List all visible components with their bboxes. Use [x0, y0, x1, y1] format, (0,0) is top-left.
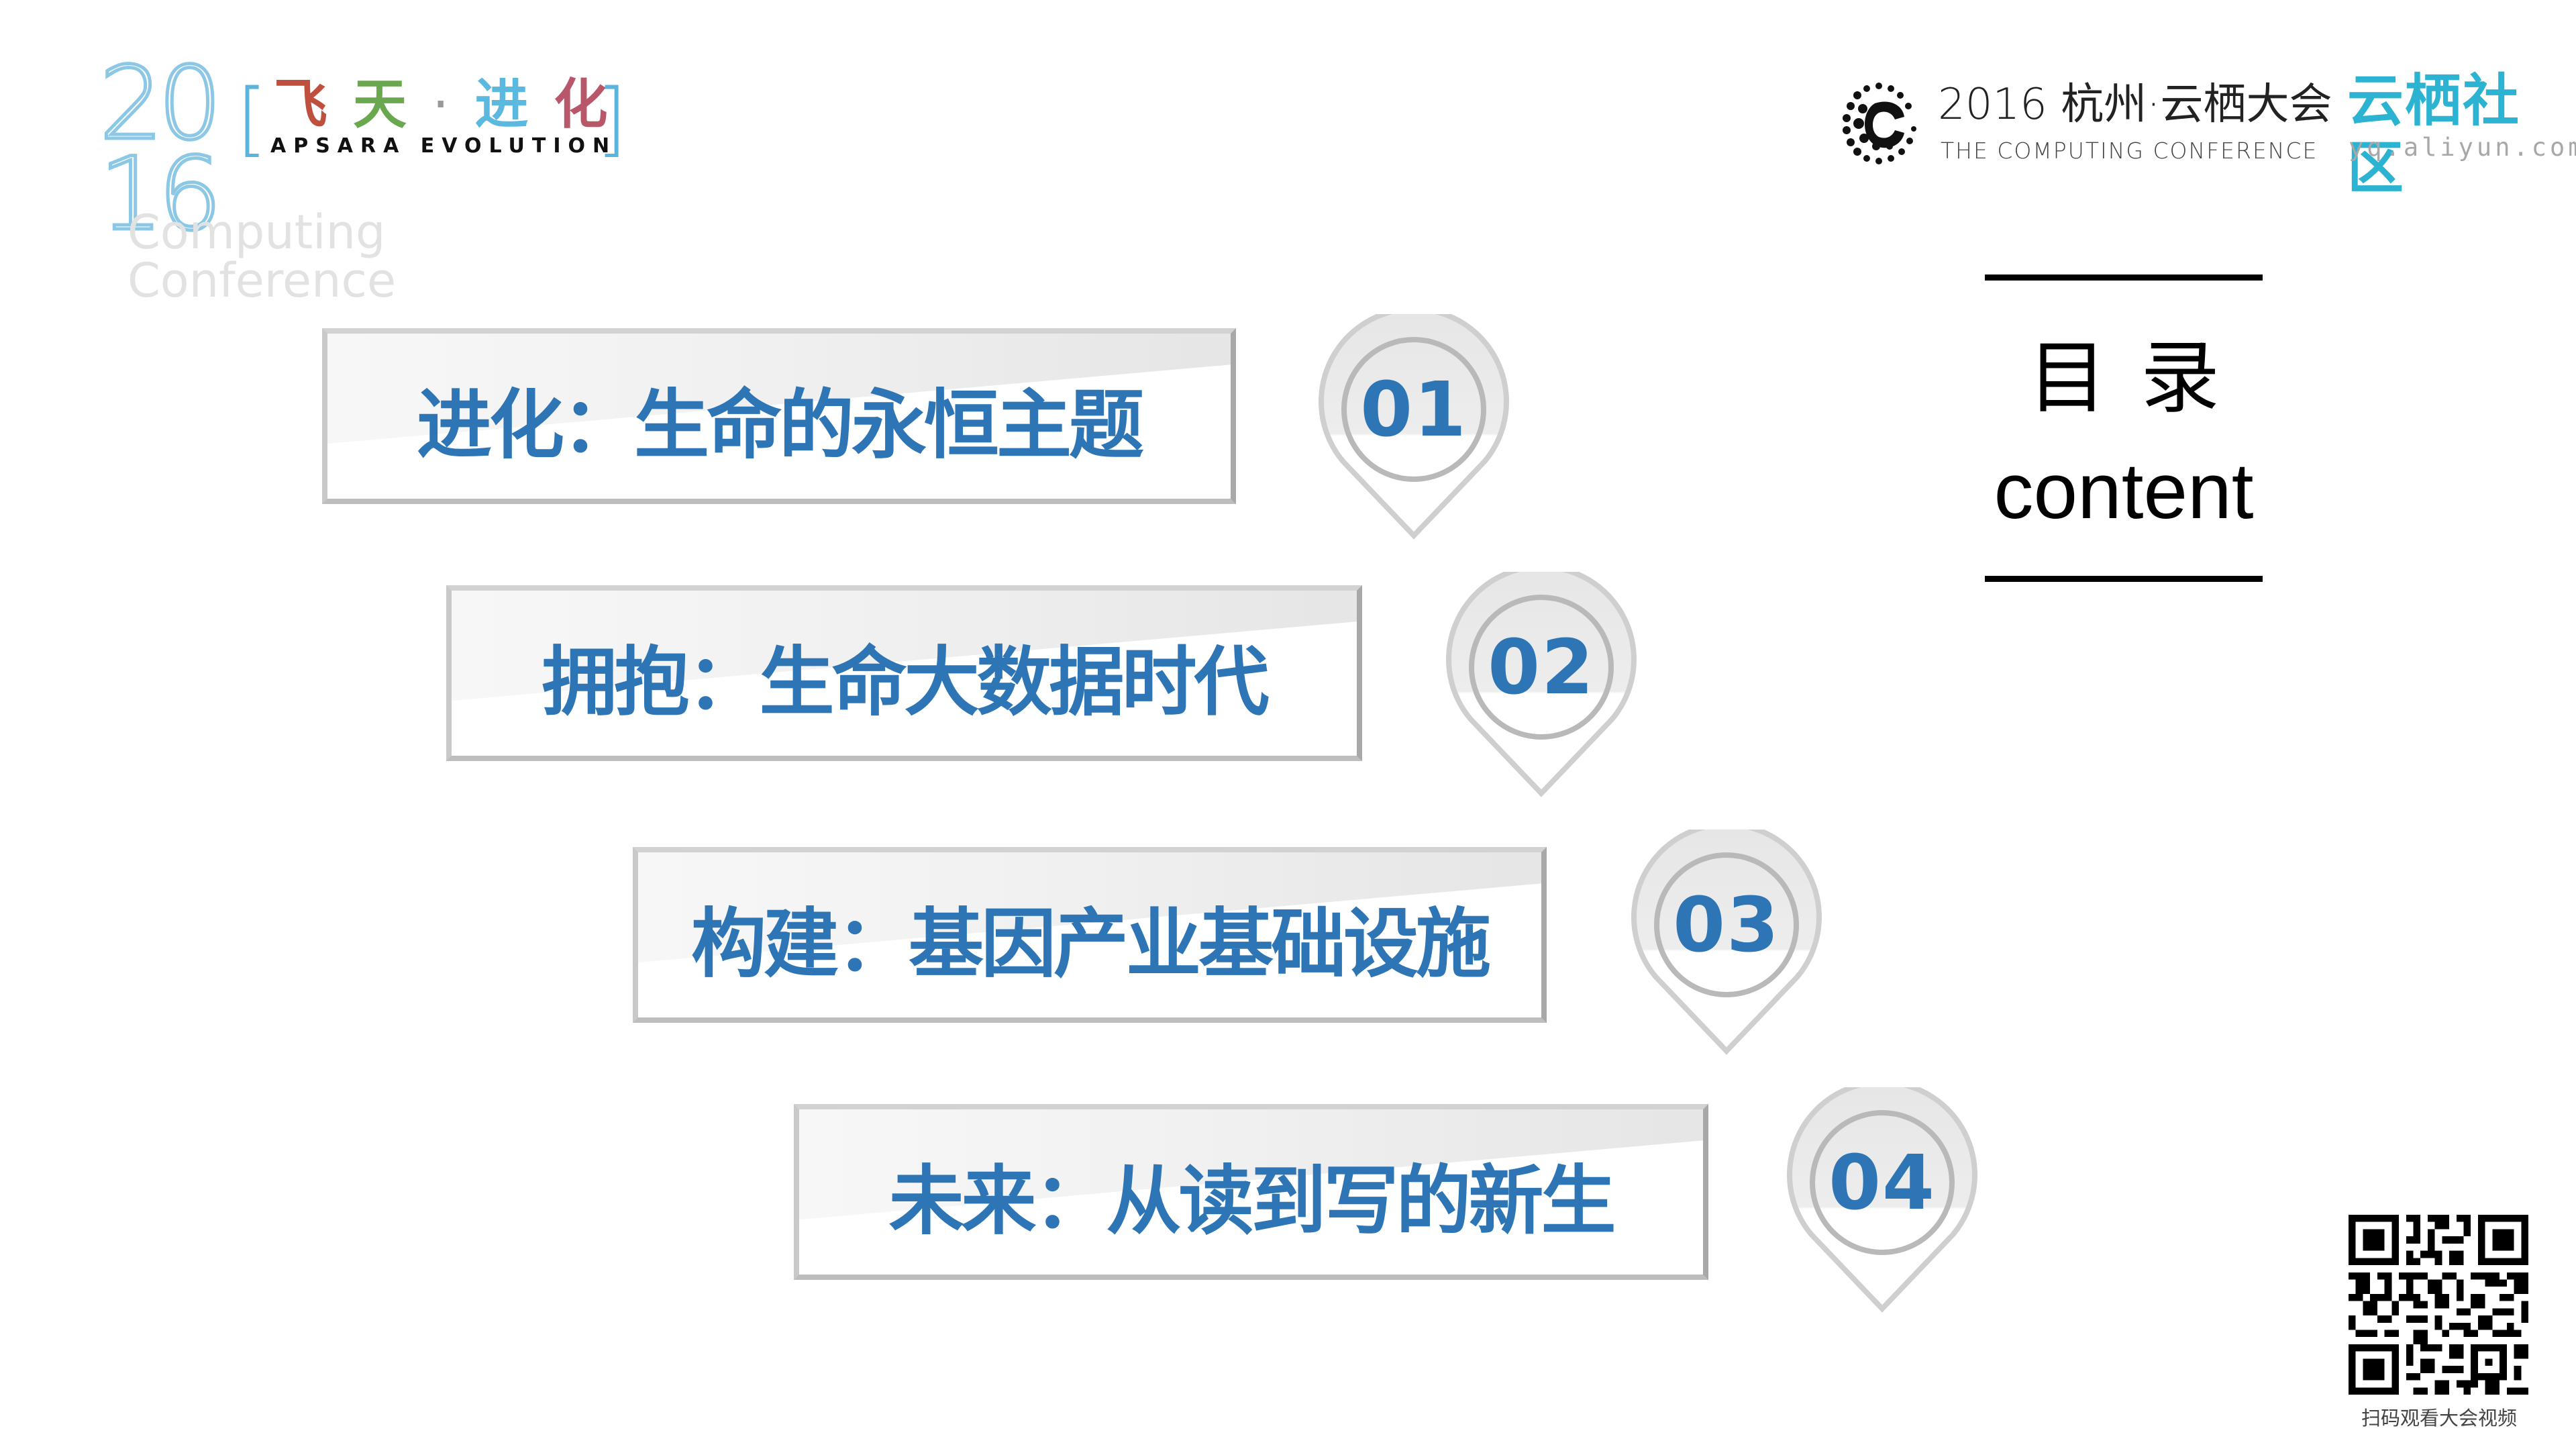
qr-caption: 扫码观看大会视频	[2361, 1407, 2517, 1430]
agenda-label: 未来：从读到写的新生	[888, 1158, 1616, 1245]
agenda-number-pin-3: 03	[1629, 830, 1824, 1058]
agenda-label: 拥抱：生命大数据时代	[542, 639, 1270, 726]
map-pin-icon	[1319, 314, 1509, 540]
computing-conference-dots-icon	[1843, 83, 1916, 164]
logo-year: 20 16	[98, 46, 224, 253]
toc-title-cn: 目录	[2027, 332, 2253, 424]
qr-code[interactable]	[2349, 1215, 2528, 1395]
conference-subtitle: THE COMPUTING CONFERENCE	[1941, 138, 2318, 164]
agenda-number: 04	[1828, 1140, 1936, 1227]
community-url: yq.aliyun.com	[2349, 133, 2576, 162]
agenda-card-1[interactable]: 进化：生命的永恒主题	[322, 328, 1236, 504]
map-pin-icon	[1787, 1087, 1977, 1313]
agenda-label: 构建：基因产业基础设施	[691, 901, 1491, 988]
logo-title-cn: 飞天·进化	[274, 73, 633, 136]
conference-title: 2016 杭州·云栖大会	[1938, 80, 2332, 130]
agenda-number-pin-1: 01	[1317, 314, 1511, 542]
agenda-number: 01	[1360, 366, 1467, 454]
toc-rule-bottom	[1985, 576, 2263, 582]
agenda-number-pin-4: 04	[1785, 1087, 1979, 1315]
toc-rule-top	[1985, 274, 2263, 281]
agenda-card-4[interactable]: 未来：从读到写的新生	[794, 1104, 1708, 1280]
agenda-card-3[interactable]: 构建：基因产业基础设施	[633, 847, 1547, 1023]
logo-bracket-close: ]	[596, 72, 627, 166]
agenda-card-2[interactable]: 拥抱：生命大数据时代	[446, 585, 1362, 761]
agenda-number: 03	[1673, 882, 1780, 969]
community-title: 云栖社区	[2347, 68, 2521, 201]
agenda-number: 02	[1488, 624, 1595, 711]
agenda-number-pin-2: 02	[1444, 572, 1639, 800]
map-pin-icon	[1631, 830, 1822, 1055]
logo-conference-text: The Computing Conference	[127, 205, 397, 308]
logo-title-en: APSARA EVOLUTION	[270, 134, 617, 158]
map-pin-icon	[1446, 572, 1637, 797]
logo-bracket-open: [	[236, 72, 268, 166]
agenda-label: 进化：生命的永恒主题	[417, 382, 1144, 469]
toc-title-en: content	[1994, 447, 2254, 536]
